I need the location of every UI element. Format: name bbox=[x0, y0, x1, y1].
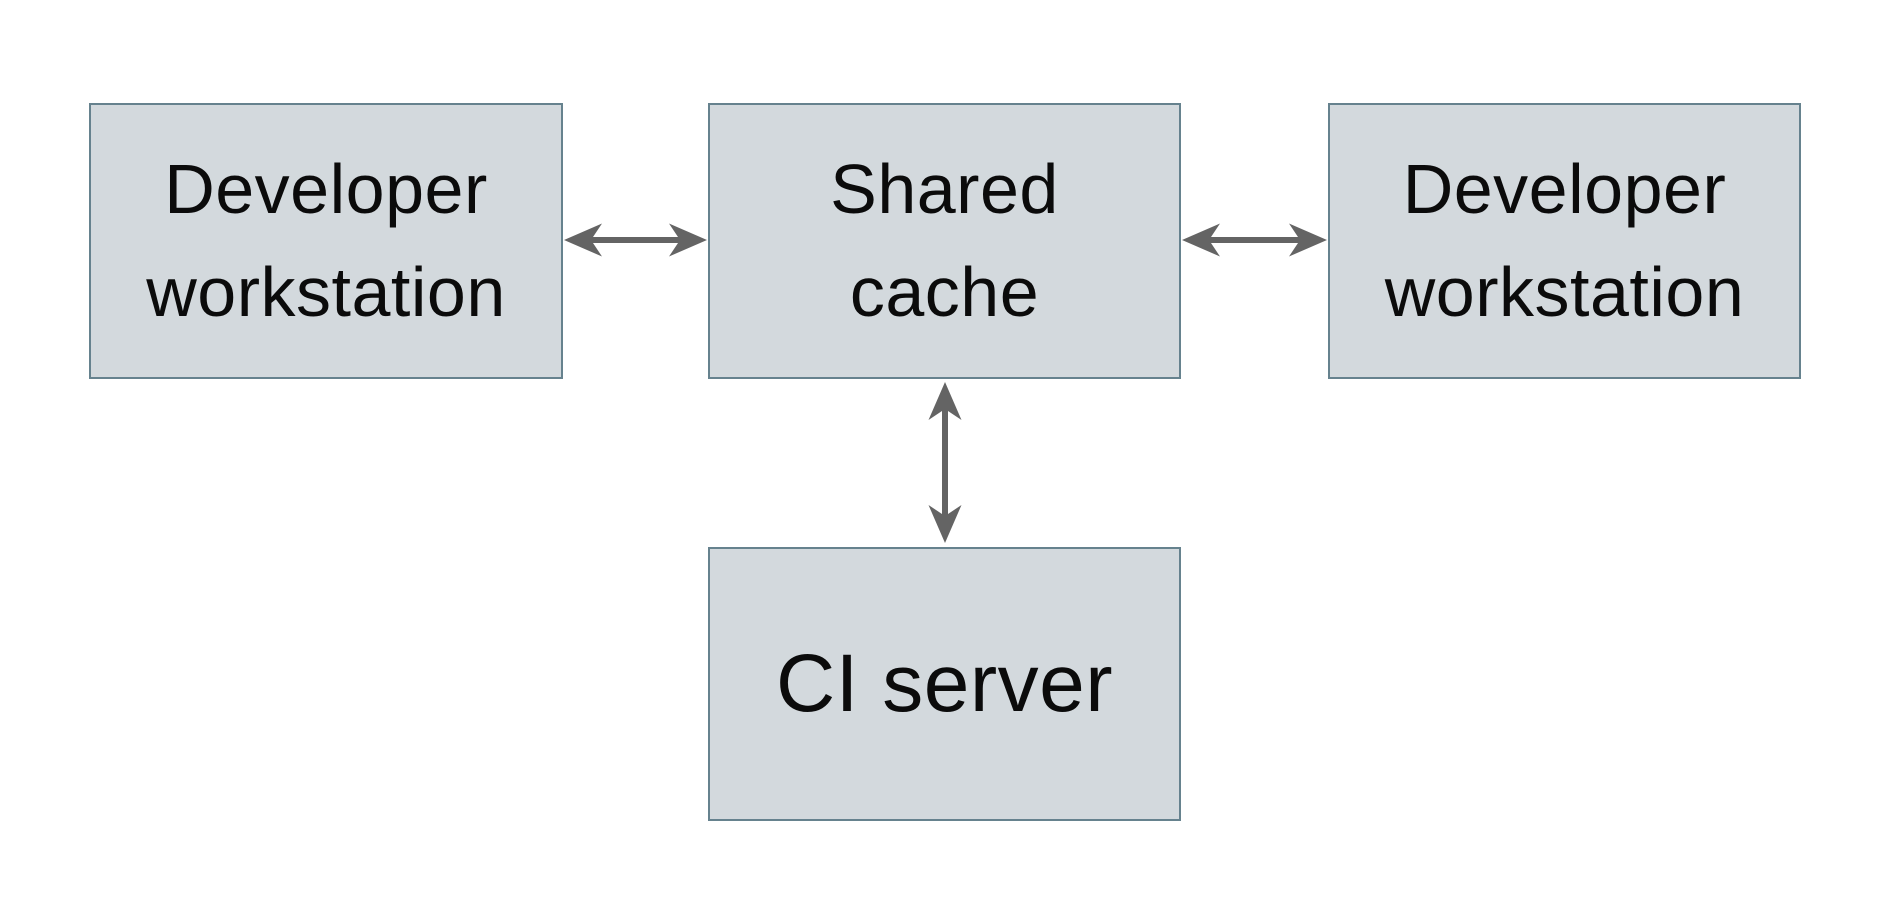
arrowhead-down-icon bbox=[928, 505, 962, 543]
arrowhead-left-icon bbox=[564, 223, 602, 257]
node-label: Shared cache bbox=[830, 150, 1059, 331]
arrow-cache-devright bbox=[1182, 223, 1327, 257]
node-label: Developer workstation bbox=[146, 150, 506, 331]
arrowhead-right-icon bbox=[669, 223, 707, 257]
node-developer-workstation-left: Developer workstation bbox=[89, 103, 563, 379]
node-developer-workstation-right: Developer workstation bbox=[1328, 103, 1801, 379]
arrowhead-right-icon bbox=[1289, 223, 1327, 257]
arrow-devleft-cache bbox=[564, 223, 707, 257]
arrowhead-left-icon bbox=[1182, 223, 1220, 257]
arrowhead-up-icon bbox=[928, 382, 962, 420]
arrow-cache-ci bbox=[928, 382, 962, 543]
node-label: Developer workstation bbox=[1384, 150, 1745, 331]
node-label: CI server bbox=[775, 638, 1114, 729]
node-ci-server: CI server bbox=[708, 547, 1181, 821]
node-shared-cache: Shared cache bbox=[708, 103, 1181, 379]
